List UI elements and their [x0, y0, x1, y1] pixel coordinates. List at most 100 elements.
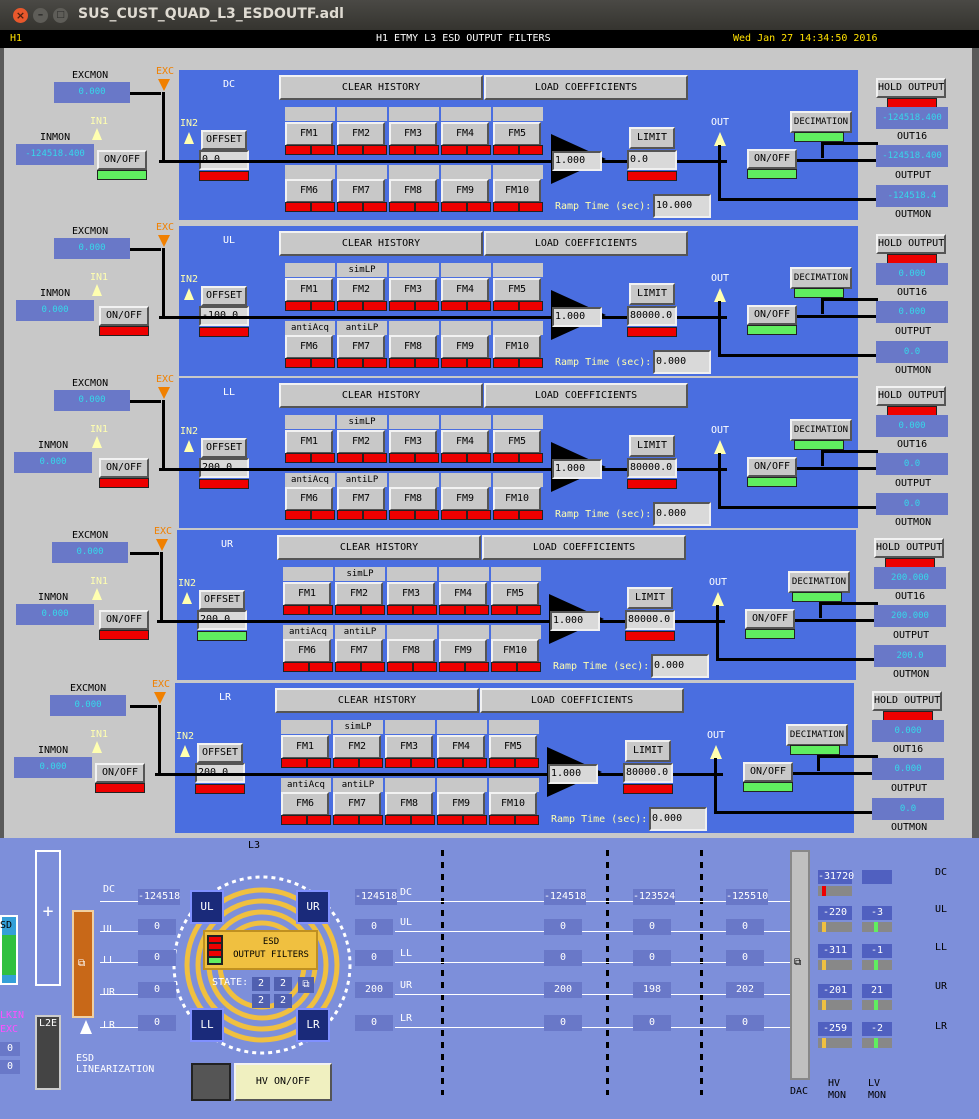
- fm-button[interactable]: FM9: [441, 335, 489, 359]
- ramp-time-field[interactable]: 10.000: [653, 194, 711, 218]
- fm-button[interactable]: FM10: [493, 487, 541, 511]
- decimation-button[interactable]: DECIMATION: [788, 571, 850, 593]
- load-coefficients-button[interactable]: LOAD COEFFICIENTS: [482, 535, 686, 560]
- output-onoff-button[interactable]: ON/OFF: [747, 149, 797, 169]
- clear-history-button[interactable]: CLEAR HISTORY: [275, 688, 479, 713]
- quadrant-ll[interactable]: LL: [190, 1008, 224, 1042]
- input-onoff-button[interactable]: ON/OFF: [99, 458, 149, 478]
- decimation-button[interactable]: DECIMATION: [790, 267, 852, 289]
- input-onoff-button[interactable]: ON/OFF: [99, 306, 149, 326]
- fm-button[interactable]: FM7: [335, 639, 383, 663]
- hold-output-button[interactable]: HOLD OUTPUT: [876, 78, 946, 98]
- fm-button[interactable]: FM10: [491, 639, 539, 663]
- output-onoff-button[interactable]: ON/OFF: [743, 762, 793, 782]
- fm-button[interactable]: FM3: [389, 122, 437, 146]
- fm-button[interactable]: FM7: [337, 335, 385, 359]
- hold-output-button[interactable]: HOLD OUTPUT: [872, 691, 942, 711]
- fm-button[interactable]: FM7: [337, 487, 385, 511]
- output-onoff-button[interactable]: ON/OFF: [747, 457, 797, 477]
- fm-button[interactable]: FM4: [437, 735, 485, 759]
- load-coefficients-button[interactable]: LOAD COEFFICIENTS: [480, 688, 684, 713]
- close-icon[interactable]: ×: [13, 8, 28, 23]
- ramp-time-field[interactable]: 0.000: [651, 654, 709, 678]
- gain-field[interactable]: 1.000: [552, 459, 602, 479]
- input-onoff-button[interactable]: ON/OFF: [97, 150, 147, 170]
- decimation-button[interactable]: DECIMATION: [790, 111, 852, 133]
- clear-history-button[interactable]: CLEAR HISTORY: [279, 383, 483, 408]
- maximize-icon[interactable]: □: [53, 8, 68, 23]
- fm-button[interactable]: FM5: [493, 278, 541, 302]
- offset-button[interactable]: OFFSET: [197, 743, 243, 763]
- decimation-button[interactable]: DECIMATION: [790, 419, 852, 441]
- fm-button[interactable]: FM2: [335, 582, 383, 606]
- ramp-time-field[interactable]: 0.000: [653, 350, 711, 374]
- ramp-time-field[interactable]: 0.000: [649, 807, 707, 831]
- limit-field[interactable]: 80000.0: [625, 610, 675, 630]
- hold-output-button[interactable]: HOLD OUTPUT: [874, 538, 944, 558]
- fm-button[interactable]: FM3: [389, 430, 437, 454]
- quadrant-ul[interactable]: UL: [190, 890, 224, 924]
- ramp-time-field[interactable]: 0.000: [653, 502, 711, 526]
- load-coefficients-button[interactable]: LOAD COEFFICIENTS: [484, 231, 688, 256]
- clear-history-button[interactable]: CLEAR HISTORY: [279, 231, 483, 256]
- fm-button[interactable]: FM2: [337, 122, 385, 146]
- fm-button[interactable]: FM2: [333, 735, 381, 759]
- fm-button[interactable]: FM8: [387, 639, 435, 663]
- fm-button[interactable]: FM4: [441, 122, 489, 146]
- fm-button[interactable]: FM1: [283, 582, 331, 606]
- fm-button[interactable]: FM4: [439, 582, 487, 606]
- offset-button[interactable]: OFFSET: [201, 438, 247, 458]
- limit-button[interactable]: LIMIT: [629, 283, 675, 305]
- fm-button[interactable]: FM1: [285, 430, 333, 454]
- fm-button[interactable]: FM1: [281, 735, 329, 759]
- fm-button[interactable]: FM6: [285, 179, 333, 203]
- quadrant-lr[interactable]: LR: [296, 1008, 330, 1042]
- gain-field[interactable]: 1.000: [552, 151, 602, 171]
- offset-button[interactable]: OFFSET: [201, 130, 247, 150]
- fm-button[interactable]: FM1: [285, 122, 333, 146]
- limit-field[interactable]: 80000.0: [627, 458, 677, 478]
- linearization-block[interactable]: [72, 910, 94, 1018]
- related-display-icon[interactable]: ⧉: [298, 977, 314, 993]
- limit-button[interactable]: LIMIT: [629, 127, 675, 149]
- fm-button[interactable]: FM5: [491, 582, 539, 606]
- fm-button[interactable]: FM1: [285, 278, 333, 302]
- fm-button[interactable]: FM3: [389, 278, 437, 302]
- fm-button[interactable]: FM10: [493, 179, 541, 203]
- fm-button[interactable]: FM3: [387, 582, 435, 606]
- fm-button[interactable]: FM7: [337, 179, 385, 203]
- fm-button[interactable]: FM9: [439, 639, 487, 663]
- clear-history-button[interactable]: CLEAR HISTORY: [277, 535, 481, 560]
- fm-button[interactable]: FM8: [385, 792, 433, 816]
- fm-button[interactable]: FM8: [389, 179, 437, 203]
- fm-button[interactable]: FM4: [441, 278, 489, 302]
- fm-button[interactable]: FM6: [285, 487, 333, 511]
- output-onoff-button[interactable]: ON/OFF: [745, 609, 795, 629]
- offset-button[interactable]: OFFSET: [201, 286, 247, 306]
- limit-field[interactable]: 80000.0: [627, 306, 677, 326]
- fm-button[interactable]: FM5: [493, 122, 541, 146]
- fm-button[interactable]: FM9: [441, 487, 489, 511]
- load-coefficients-button[interactable]: LOAD COEFFICIENTS: [484, 75, 688, 100]
- fm-button[interactable]: FM5: [489, 735, 537, 759]
- fm-button[interactable]: FM10: [493, 335, 541, 359]
- fm-button[interactable]: FM4: [441, 430, 489, 454]
- gain-field[interactable]: 1.000: [550, 611, 600, 631]
- fm-button[interactable]: FM8: [389, 335, 437, 359]
- fm-button[interactable]: FM5: [493, 430, 541, 454]
- fm-button[interactable]: FM7: [333, 792, 381, 816]
- output-onoff-button[interactable]: ON/OFF: [747, 305, 797, 325]
- limit-button[interactable]: LIMIT: [629, 435, 675, 457]
- minimize-icon[interactable]: –: [33, 8, 48, 23]
- hv-onoff-button[interactable]: HV ON/OFF: [234, 1063, 332, 1101]
- l2e-block[interactable]: [35, 1015, 61, 1090]
- hold-output-button[interactable]: HOLD OUTPUT: [876, 386, 946, 406]
- limit-field[interactable]: 0.0: [627, 150, 677, 170]
- offset-button[interactable]: OFFSET: [199, 590, 245, 610]
- clear-history-button[interactable]: CLEAR HISTORY: [279, 75, 483, 100]
- input-onoff-button[interactable]: ON/OFF: [99, 610, 149, 630]
- dac-block[interactable]: [790, 850, 810, 1080]
- fm-button[interactable]: FM3: [385, 735, 433, 759]
- fm-button[interactable]: FM9: [441, 179, 489, 203]
- fm-button[interactable]: FM9: [437, 792, 485, 816]
